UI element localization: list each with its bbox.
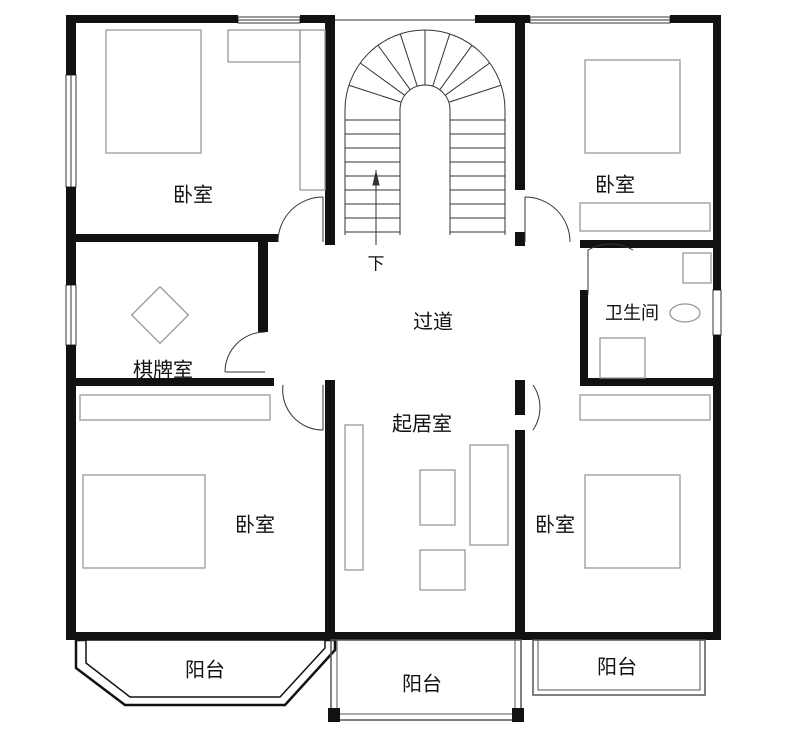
room-label-bedroom-bottom-right: 卧室: [535, 512, 575, 537]
washbasin: [682, 252, 712, 284]
room-label-living-room: 起居室: [392, 411, 452, 436]
room-label-bedroom-bottom-left: 卧室: [235, 512, 275, 537]
stair-tread: [448, 84, 502, 103]
stair-tread: [439, 44, 473, 91]
sofa: [469, 444, 509, 546]
room-label-chess-room: 棋牌室: [133, 357, 193, 382]
shower: [599, 337, 646, 379]
toilet: [669, 303, 701, 323]
wardrobe-top-right: [579, 202, 711, 232]
desk: [227, 29, 301, 63]
room-label-balcony-right: 阳台: [597, 654, 637, 679]
stair-tread: [359, 62, 406, 96]
wardrobe-bottom-right: [579, 394, 711, 421]
armchair: [419, 549, 466, 591]
tv-cabinet: [344, 424, 364, 571]
stair-tread: [348, 84, 402, 103]
stair-direction-label: 下: [367, 254, 385, 275]
room-label-bedroom-top-left: 卧室: [173, 182, 213, 207]
bed-bottom-right: [584, 474, 681, 569]
bed-bottom-left: [82, 474, 206, 569]
room-label-bedroom-top-right: 卧室: [595, 172, 635, 197]
room-label-bathroom: 卫生间: [605, 303, 659, 324]
stair-tread: [377, 44, 411, 91]
stair-tread: [444, 62, 491, 96]
wardrobe-top-left: [299, 29, 326, 191]
stair-tread: [432, 33, 451, 87]
windows: [65, 16, 722, 637]
room-label-corridor: 过道: [413, 309, 453, 334]
chess-table: [130, 285, 190, 345]
bed-top-right: [584, 59, 681, 154]
staircase: [344, 29, 506, 245]
coffee-table: [419, 469, 456, 526]
wardrobe-bottom-left: [79, 394, 271, 421]
doors: [224, 196, 634, 431]
stair-tread: [399, 33, 418, 87]
room-label-balcony-left: 阳台: [185, 657, 225, 682]
bed-top-left: [105, 29, 202, 154]
room-label-balcony-middle: 阳台: [402, 671, 442, 696]
furniture: [79, 29, 712, 591]
walls: [66, 15, 721, 640]
balconies: [74, 638, 706, 722]
